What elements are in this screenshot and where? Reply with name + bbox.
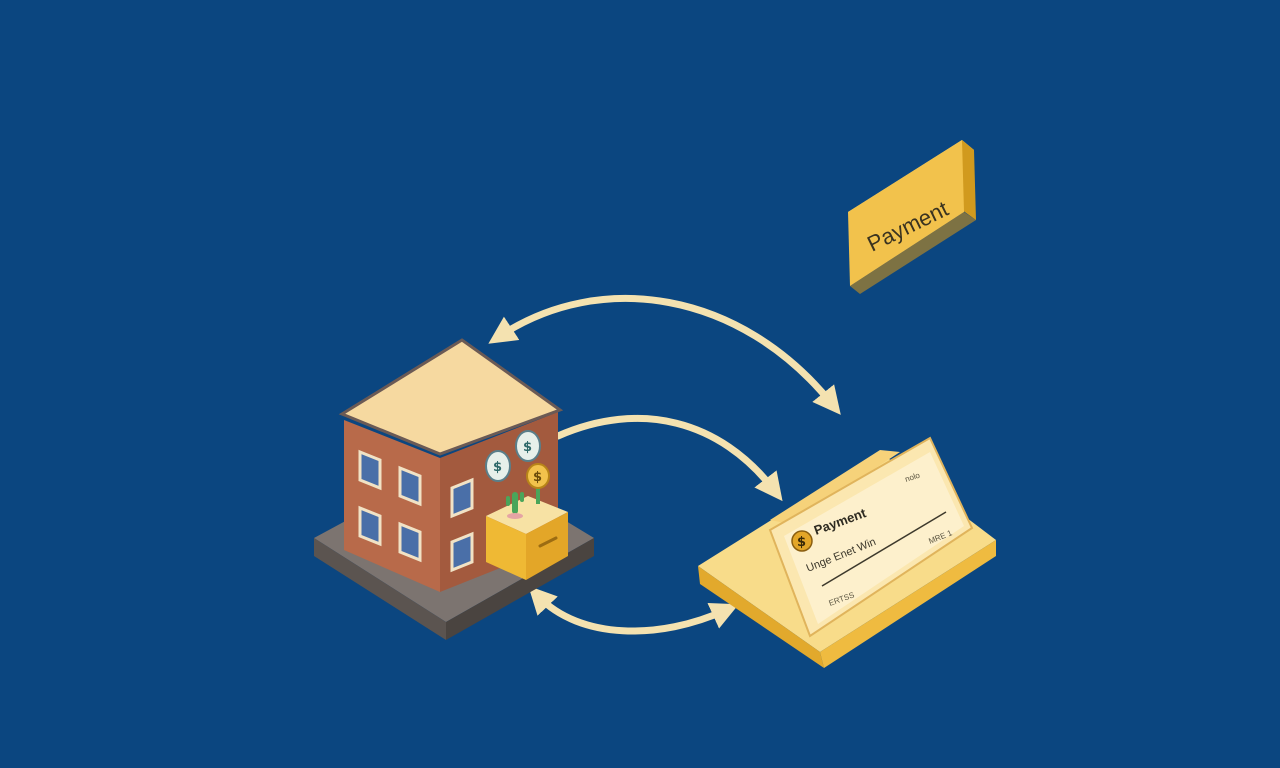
svg-text:$: $	[797, 535, 806, 550]
svg-text:$: $	[493, 460, 502, 475]
dollar-coin-icon: $	[485, 450, 511, 482]
svg-text:$: $	[533, 470, 542, 485]
dollar-coin-icon	[791, 530, 813, 552]
business-building: $ $ $	[314, 338, 594, 640]
dollar-coin-icon: $	[526, 463, 550, 504]
top-exchange-arrow	[488, 294, 841, 415]
payment-document-tray: $ Payment Unge Enet Win nolo MRE 1 ERTSS	[698, 436, 996, 668]
svg-text:$: $	[523, 440, 532, 455]
dollar-coin-icon: $	[515, 430, 541, 462]
payment-document: $ Payment Unge Enet Win nolo MRE 1 ERTSS	[768, 436, 974, 638]
storage-box	[486, 496, 568, 580]
cactus-plant-icon	[506, 492, 524, 519]
building-windows	[358, 449, 474, 573]
bottom-return-arrow	[528, 585, 739, 635]
payment-tag: Payment	[848, 140, 976, 294]
middle-flow-arrow	[554, 415, 783, 502]
building-roof	[338, 338, 564, 456]
flow-arrows	[488, 294, 841, 635]
